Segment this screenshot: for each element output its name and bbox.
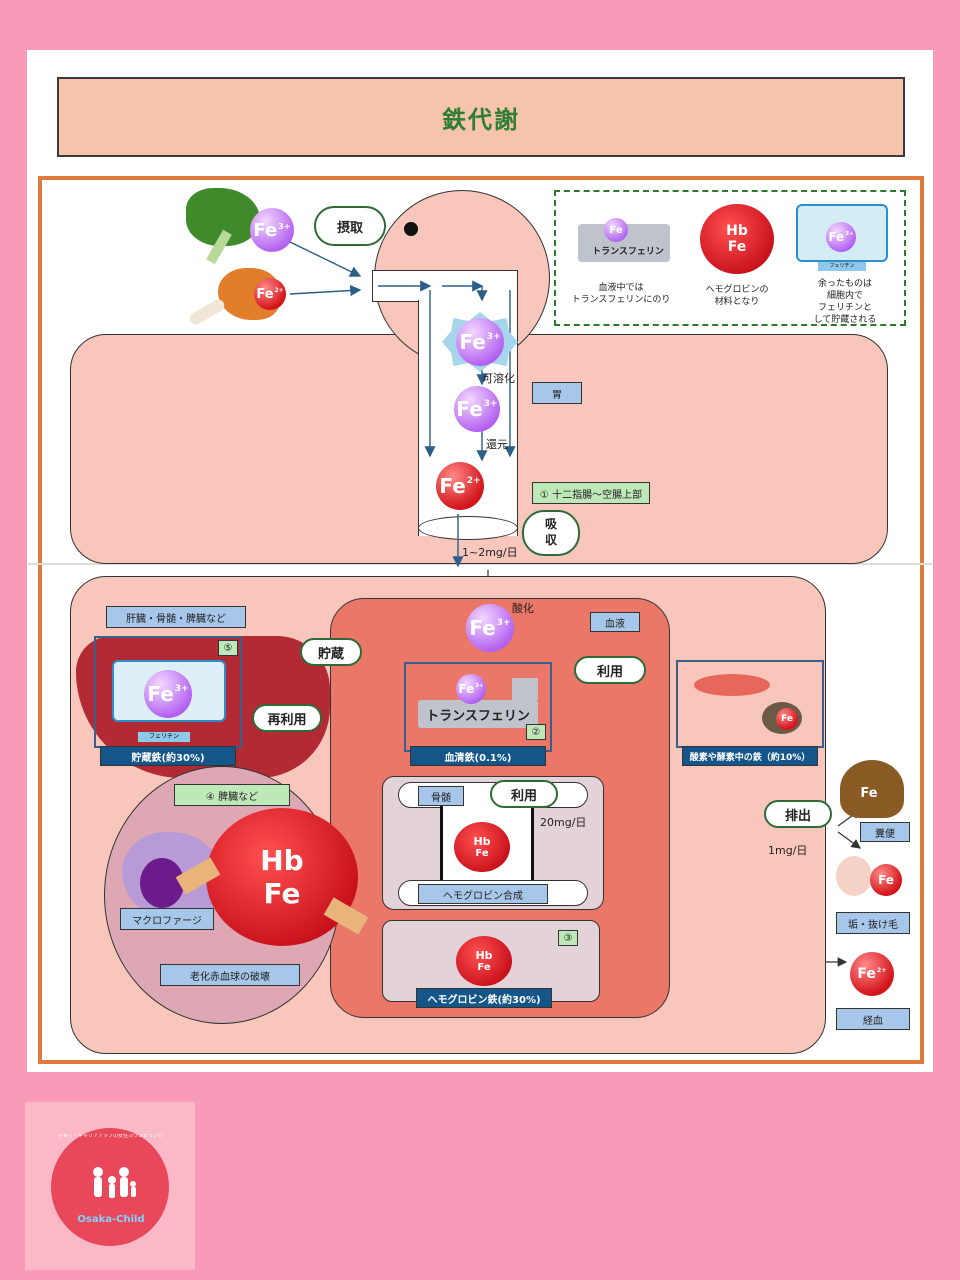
hair-label: 垢・抜け毛 [836,912,910,934]
page-title: 鉄代謝 [57,77,905,157]
menses-label: 経血 [836,1008,910,1030]
skin-hair-icon [836,856,872,896]
macrophage-nucleus-icon [140,858,184,908]
serum-iron-label: 血清鉄(0.1%) [410,746,546,766]
section-divider [28,563,932,565]
legend-transferrin-name: トランスフェリン [592,247,664,257]
organs-label: 肝臓・骨髄・脾臓など [106,606,246,628]
oxidize-label: 酸化 [512,602,534,615]
transferrin-label: トランスフェリン [418,700,538,728]
blood-label: 血液 [590,612,640,632]
enzyme-iron-label: 酸素や酵素中の鉄（約10%） [682,746,818,766]
step-three-badge: ③ [558,930,578,946]
excretion-bubble: 排出 [764,800,832,828]
reuse-bubble: 再利用 [252,704,322,732]
fe-feces-icon: Fe [852,776,886,810]
duodenum-label: ① 十二指腸～空腸上部 [532,482,650,504]
feces-label: 糞便 [860,822,910,842]
eye-dot [404,222,418,236]
step-five-badge: ⑤ [218,640,238,656]
use-bubble-2: 利用 [490,780,558,808]
bone-rate: 20mg/日 [540,816,587,829]
fe2-enzyme-icon: Fe [776,708,798,730]
enzyme-box [676,660,824,748]
legend-hemoglobin-caption: ヘモグロビンの 材料となり [705,285,769,308]
spleen-label: ④ 脾臓など [174,784,290,806]
diagram-frame [38,176,924,1064]
excretion-rate: 1mg/日 [768,844,808,857]
legend-transferrin-caption: 血液中では トランスフェリンにのり [571,283,671,306]
macrophage-label: マクロファージ [120,908,214,930]
legend-fe-icon: Fe [604,218,628,242]
step-two-badge: ② [526,724,546,740]
logo-arc-text: 子育て・キャリアアップの女性カウンセリング [58,1134,162,1139]
storage-iron-label: 貯蔵鉄(約30%) [100,746,236,766]
hb-synthesis-label: ヘモグロビン合成 [418,884,548,904]
family-icon [86,1166,138,1208]
muscle-icon [694,674,770,696]
legend-ferritin-tag: フェリチン [818,262,866,271]
use-bubble-1: 利用 [574,656,646,684]
absorb-bubble: 吸 収 [522,510,580,556]
bone-marrow-label: 骨髄 [418,786,464,806]
ferritin-tag: フェリチン [138,732,190,742]
legend-ferritin-caption: 余ったものは 細胞内で フェリチンと して貯蔵される [813,279,877,326]
stomach-label: 胃 [532,382,582,404]
fe-hair-icon: Fe [870,864,902,896]
logo-name: Osaka-Child [77,1214,145,1225]
storage-bubble: 貯蔵 [300,638,362,666]
intake-bubble: 摂取 [314,206,386,246]
transferrin-face-icon [512,678,538,700]
reduce-label: 還元 [486,438,508,451]
destruction-label: 老化赤血球の破壊 [160,964,300,986]
hb-iron-label: ヘモグロビン鉄(約30%) [416,988,552,1008]
solubilize-label: 可溶化 [482,372,515,385]
tube-end [418,516,518,540]
absorb-rate: 1~2mg/日 [462,546,518,559]
